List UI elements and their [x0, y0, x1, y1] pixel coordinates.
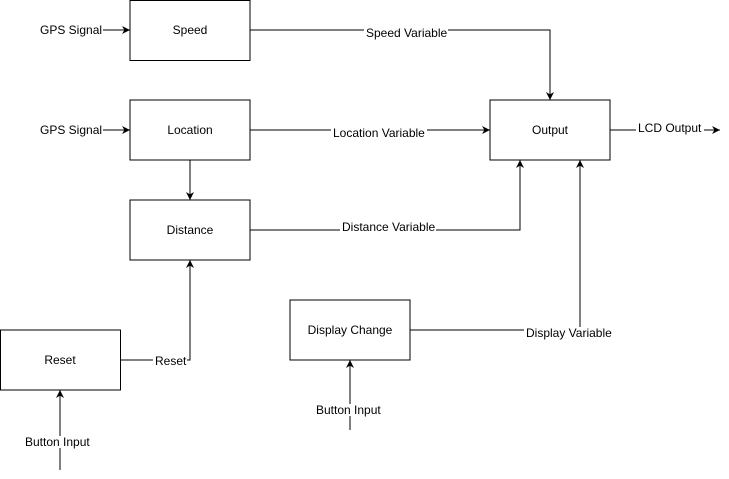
edge-display-to-output [410, 160, 584, 331]
node-location-label: Location [167, 123, 212, 137]
node-distance: Distance [129, 199, 251, 261]
node-output: Output [489, 99, 611, 161]
label-display-variable: Display Variable [526, 326, 612, 340]
edge-reset-to-distance [120, 260, 194, 361]
label-distance-variable: Distance Variable [342, 220, 435, 234]
node-distance-label: Distance [167, 223, 214, 237]
label-gps-location: GPS Signal [40, 123, 102, 137]
node-location: Location [129, 99, 251, 161]
edge-speed-to-output [250, 29, 554, 100]
label-button-input-display: Button Input [316, 403, 381, 417]
node-output-label: Output [532, 123, 569, 137]
node-speed-label: Speed [173, 23, 208, 37]
label-gps-speed: GPS Signal [40, 23, 102, 37]
label-speed-variable: Speed Variable [366, 26, 447, 40]
label-location-variable: Location Variable [333, 126, 425, 140]
node-speed: Speed [129, 0, 251, 61]
node-display-change-label: Display Change [308, 323, 393, 337]
node-reset-label: Reset [44, 353, 76, 367]
label-lcd-output: LCD Output [638, 121, 702, 135]
label-reset: Reset [155, 354, 187, 368]
label-button-input-reset: Button Input [25, 435, 90, 449]
node-display-change: Display Change [289, 299, 411, 361]
node-reset: Reset [0, 329, 121, 391]
